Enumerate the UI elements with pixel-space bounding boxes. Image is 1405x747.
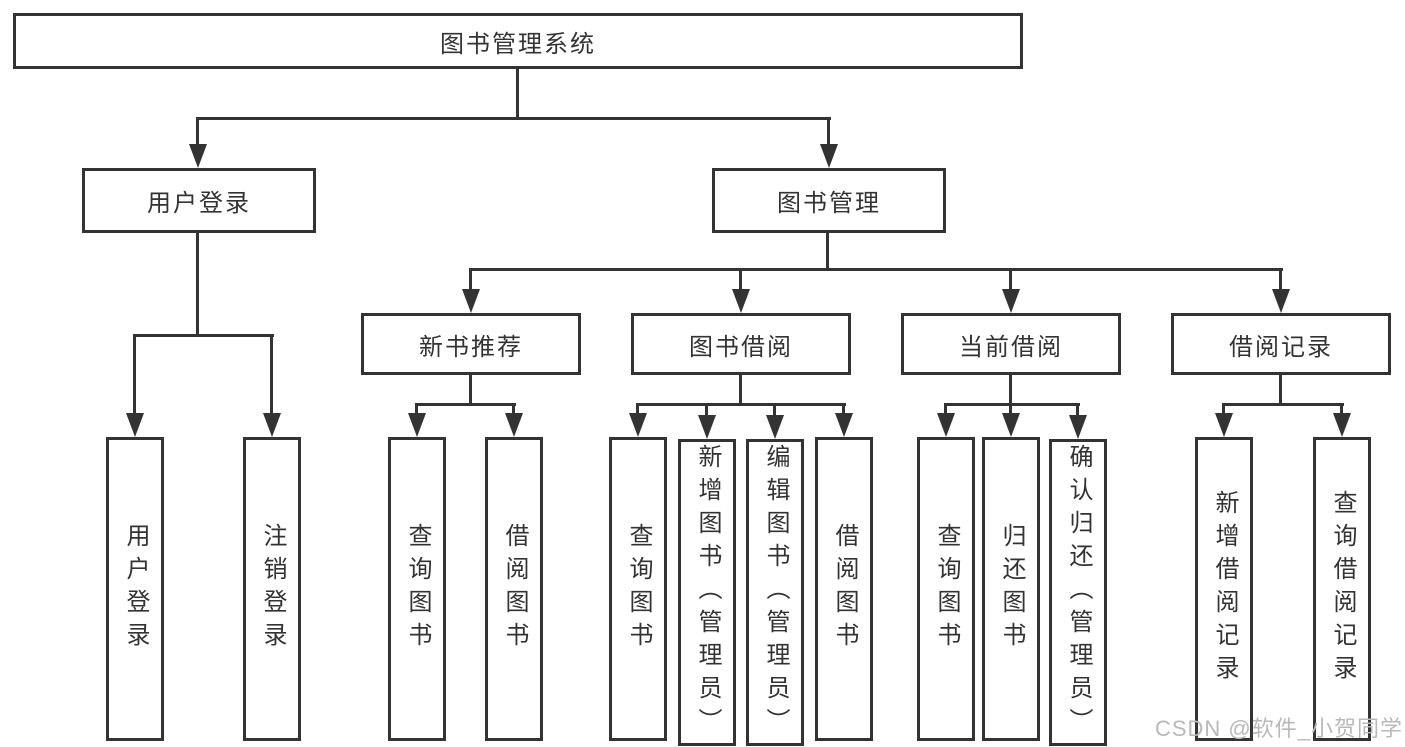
connector-vline	[827, 119, 830, 146]
arrow-down-icon	[263, 413, 281, 437]
connector-vline	[270, 336, 273, 416]
connector-hline	[944, 403, 1080, 406]
node-label: 新书推荐	[419, 333, 523, 361]
arrow-down-icon	[1002, 289, 1020, 313]
node-add-books-admin: 新增图书（管理员）	[678, 439, 736, 746]
node-current-borrow: 当前借阅	[901, 313, 1121, 375]
node-logout: 注销登录	[243, 437, 301, 741]
node-edit-books-admin: 编辑图书（管理员）	[746, 439, 804, 746]
arrow-down-icon	[732, 289, 750, 313]
connector-vline	[196, 233, 199, 336]
arrow-down-icon	[1215, 413, 1233, 437]
connector-vline	[1009, 270, 1012, 291]
node-label: 查询图书	[933, 523, 960, 655]
node-label: 确认归还（管理员）	[1065, 444, 1092, 741]
arrow-down-icon	[1069, 415, 1087, 439]
node-label: 编辑图书（管理员）	[762, 444, 789, 741]
arrow-down-icon	[408, 413, 426, 437]
connector-vline	[1340, 405, 1343, 415]
node-label: 注销登录	[259, 523, 286, 655]
connector-vline	[1279, 270, 1282, 291]
node-book-management: 图书管理	[712, 168, 946, 233]
arrow-down-icon	[766, 415, 784, 439]
connector-vline	[1222, 405, 1225, 415]
node-label: 借阅图书	[501, 523, 528, 655]
connector-vline	[469, 270, 472, 291]
node-borrow-records: 借阅记录	[1171, 313, 1391, 375]
node-label: 图书管理系统	[440, 30, 596, 58]
arrow-down-icon	[462, 289, 480, 313]
node-user-login: 用户登录	[82, 168, 316, 233]
arrow-down-icon	[505, 413, 523, 437]
node-label: 借阅图书	[831, 523, 858, 655]
node-label: 查询图书	[625, 523, 652, 655]
connector-hline	[415, 403, 516, 406]
arrow-down-icon	[1272, 289, 1290, 313]
node-add-borrow-record: 新增借阅记录	[1195, 437, 1253, 741]
connector-vline	[133, 336, 136, 416]
arrow-down-icon	[189, 144, 207, 168]
node-newbook-query-books: 查询图书	[388, 437, 446, 741]
connector-vline	[636, 405, 639, 415]
node-query-borrow-record: 查询借阅记录	[1313, 437, 1371, 741]
node-label: 查询图书	[404, 523, 431, 655]
node-label: 查询借阅记录	[1329, 490, 1356, 688]
connector-vline	[1009, 405, 1012, 415]
arrow-down-icon	[126, 413, 144, 437]
csdn-watermark: CSDN @软件_小贺同学	[1154, 716, 1403, 741]
arrow-down-icon	[698, 415, 716, 439]
connector-vline	[944, 405, 947, 415]
connector-vline	[1279, 375, 1282, 406]
arrow-down-icon	[1002, 413, 1020, 437]
connector-vline	[512, 405, 515, 415]
arrow-down-icon	[1333, 413, 1351, 437]
node-library-management-system: 图书管理系统	[13, 13, 1023, 69]
node-label: 新增借阅记录	[1211, 490, 1238, 688]
node-label: 当前借阅	[959, 333, 1063, 361]
node-confirm-return-admin: 确认归还（管理员）	[1049, 439, 1107, 746]
node-label: 图书管理	[777, 190, 881, 217]
connector-vline	[415, 405, 418, 415]
node-borrow-query-books: 查询图书	[609, 437, 667, 741]
node-label: 归还图书	[998, 523, 1025, 655]
connector-hline	[469, 268, 1283, 271]
connector-vline	[469, 375, 472, 406]
node-current-query-books: 查询图书	[917, 437, 975, 741]
connector-vline	[826, 233, 829, 270]
node-newbook-borrow-books: 借阅图书	[485, 437, 543, 741]
connector-vline	[1009, 375, 1012, 406]
node-label: 用户登录	[147, 190, 251, 217]
connector-vline	[516, 68, 519, 119]
arrow-down-icon	[835, 413, 853, 437]
connector-vline	[1076, 405, 1079, 417]
node-label: 借阅记录	[1229, 333, 1333, 361]
node-return-books: 归还图书	[982, 437, 1040, 741]
connector-vline	[739, 270, 742, 291]
connector-vline	[842, 405, 845, 415]
connector-vline	[705, 405, 708, 417]
node-book-borrow: 图书借阅	[631, 313, 851, 375]
arrow-down-icon	[820, 144, 838, 168]
connector-vline	[773, 405, 776, 417]
node-user-login-leaf: 用户登录	[106, 437, 164, 741]
connector-hline	[133, 334, 274, 337]
node-label: 用户登录	[122, 523, 149, 655]
node-label: 新增图书（管理员）	[694, 444, 721, 741]
connector-hline	[636, 403, 846, 406]
node-borrow-borrow-books: 借阅图书	[815, 437, 873, 741]
arrow-down-icon	[937, 413, 955, 437]
node-new-book-recommend: 新书推荐	[361, 313, 581, 375]
arrow-down-icon	[629, 413, 647, 437]
node-label: 图书借阅	[689, 333, 793, 361]
connector-vline	[196, 119, 199, 146]
connector-vline	[739, 375, 742, 406]
connector-hline	[196, 117, 831, 120]
connector-hline	[1222, 403, 1344, 406]
